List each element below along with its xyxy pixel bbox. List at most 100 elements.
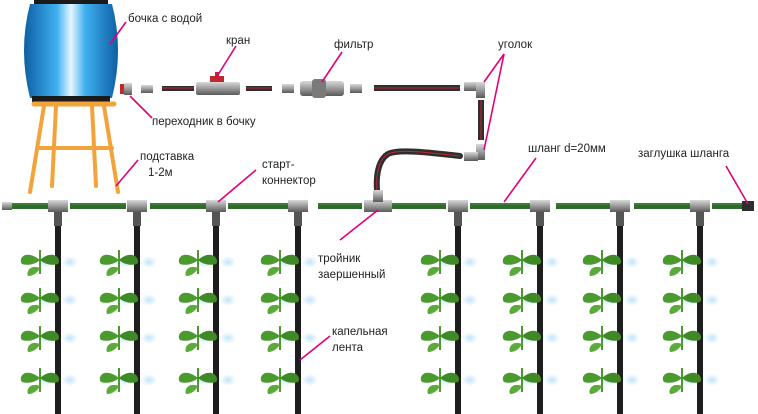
plant-icon [99, 250, 139, 276]
plant-icon [662, 250, 702, 276]
drip-icon [462, 332, 478, 344]
drip-icon [624, 332, 640, 344]
elbow-icon [464, 82, 485, 98]
tee-icon [364, 200, 392, 212]
label-tee-2: заершенный [318, 269, 385, 281]
plant-icon [260, 288, 300, 314]
drip-icon [462, 256, 478, 268]
drip-icon [302, 294, 318, 306]
drip-icon [302, 332, 318, 344]
plant-icon [582, 326, 622, 352]
plant-icon [420, 288, 460, 314]
main-hose [2, 190, 754, 226]
drip-icon [141, 256, 157, 268]
start-connector-icon [212, 212, 220, 226]
start-connector-icon [536, 212, 544, 226]
start-connector-icon [616, 212, 624, 226]
plant-icon [178, 326, 218, 352]
drip-tape [213, 226, 219, 414]
label-tape-1: капельная [332, 326, 388, 338]
hose-segment [556, 203, 610, 209]
start-connector-icon [610, 200, 630, 212]
drip-icon [624, 374, 640, 386]
drip-icon [220, 374, 236, 386]
drip-icon [141, 374, 157, 386]
filter-icon [300, 79, 344, 98]
plant-icon [99, 326, 139, 352]
drip-icon [462, 374, 478, 386]
start-connector-icon [133, 212, 141, 226]
hose-segment [318, 203, 362, 209]
drip-icon [704, 294, 720, 306]
elbow-icon [464, 144, 485, 161]
leader-lines [109, 21, 749, 361]
drip-tape [55, 226, 61, 414]
plant-icon [420, 250, 460, 276]
drip-icon [462, 294, 478, 306]
labels: бочка с водой кран фильтр уголок переход… [128, 13, 730, 354]
start-connector-icon [127, 200, 147, 212]
drip-icon [302, 374, 318, 386]
label-tee-1: тройник [318, 253, 361, 265]
label-start-2: коннектор [262, 175, 316, 187]
drip-icon [62, 374, 78, 386]
drip-icon [220, 332, 236, 344]
plant-icon [178, 368, 218, 394]
plant-icon [502, 326, 542, 352]
drip-icon [544, 294, 560, 306]
label-elbow: уголок [498, 39, 533, 51]
drip-tapes [20, 226, 720, 414]
stand-icon [28, 101, 120, 194]
plant-icon [260, 326, 300, 352]
start-connector-icon [454, 212, 462, 226]
plant-icon [99, 288, 139, 314]
plant-icon [502, 288, 542, 314]
start-connector-icon [448, 200, 468, 212]
supply-line [120, 72, 485, 193]
plant-icon [99, 368, 139, 394]
label-hose: шланг d=20мм [528, 143, 606, 155]
hose-segment [392, 203, 446, 209]
drip-icon [704, 256, 720, 268]
hose-segment [712, 203, 742, 209]
plant-icon [20, 326, 60, 352]
start-connector-icon [48, 200, 68, 212]
water-barrel-icon [24, 0, 118, 102]
drip-icon [624, 294, 640, 306]
plant-icon [420, 368, 460, 394]
drip-icon [302, 256, 318, 268]
label-adapter: переходник в бочку [152, 116, 256, 128]
tee-icon [373, 190, 383, 202]
label-stand-1: подставка [140, 151, 195, 163]
drip-tape [617, 226, 623, 414]
label-stand-2: 1-2м [148, 167, 173, 179]
label-barrel: бочка с водой [128, 13, 202, 25]
drip-icon [544, 332, 560, 344]
drip-tape [697, 226, 703, 414]
plant-icon [178, 288, 218, 314]
drip-icon [704, 332, 720, 344]
plant-icon [178, 250, 218, 276]
drip-tape [134, 226, 140, 414]
plant-icon [20, 250, 60, 276]
drip-icon [62, 294, 78, 306]
drip-icon [62, 256, 78, 268]
label-tape-2: лента [332, 342, 364, 354]
plant-icon [662, 288, 702, 314]
drip-icon [544, 256, 560, 268]
hose-plug-icon [742, 201, 754, 211]
hose-segment [150, 203, 206, 209]
end-fitting-icon [2, 202, 12, 210]
label-faucet: кран [226, 35, 250, 47]
drip-tape [537, 226, 543, 414]
plant-icon [260, 368, 300, 394]
hose-segment [70, 203, 126, 209]
drip-icon [624, 256, 640, 268]
plant-icon [582, 368, 622, 394]
hose-segment [228, 203, 288, 209]
plant-icon [260, 250, 300, 276]
label-filter: фильтр [334, 39, 373, 51]
start-connector-icon [696, 212, 704, 226]
